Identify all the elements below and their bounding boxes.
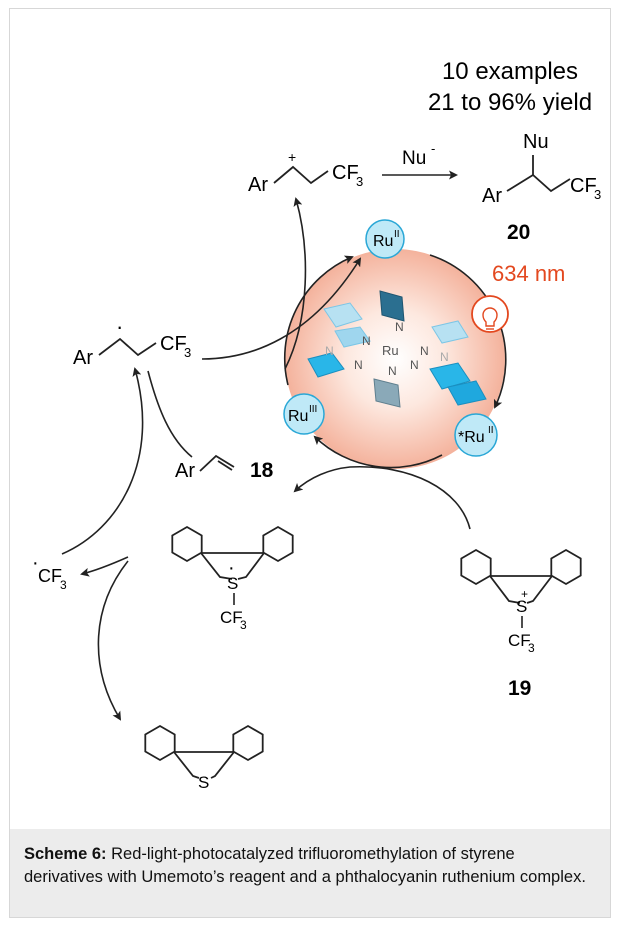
svg-text:Ar: Ar [482,185,502,207]
product-20: Nu Ar CF 3 20 [482,131,601,244]
svg-text:+: + [288,149,296,165]
svg-text:II: II [488,425,494,436]
arrow-to-dibenzothiophene [97,560,129,721]
ru-excited-badge: *Ru II [454,413,498,457]
svg-text:-: - [431,141,435,156]
examples-count: 10 examples [442,58,578,85]
svg-text:Ru: Ru [382,343,399,358]
styrene-18: Ar 18 [175,454,274,482]
catalytic-cycle-glow [285,249,505,469]
arrow-radical-to-ru [201,257,362,360]
svg-text:3: 3 [240,618,247,632]
carbocation-intermediate: Ar + CF 3 [248,149,363,196]
umemoto-reagent-19: S + CF 3 19 [460,549,582,700]
svg-text:CF: CF [160,333,187,355]
svg-text:Ru: Ru [373,233,393,250]
svg-text:N: N [388,364,397,378]
arrow-electron-transfer [293,465,471,530]
svg-text:CF: CF [570,175,597,197]
compound-number-20: 20 [507,221,530,244]
svg-text:3: 3 [184,345,191,360]
caption-label: Scheme 6: [24,845,107,863]
trifluoromethyl-radical: · CF 3 [32,552,67,592]
svg-text:*Ru: *Ru [458,429,485,446]
svg-text:Nu: Nu [523,131,549,153]
svg-text:CF: CF [508,631,531,650]
dibenzothiophene: S [144,725,264,792]
svg-text:N: N [325,344,334,358]
arrow-styrene-addition [147,370,193,458]
svg-text:Ar: Ar [248,174,268,196]
ruthenium-phthalocyanine-icon: N N N N N N N N Ru [307,290,487,408]
light-bulb-icon [471,295,509,333]
svg-text:3: 3 [356,174,363,189]
svg-text:Ru: Ru [288,408,308,425]
benzylic-radical-intermediate: Ar · CF 3 [73,314,191,369]
wavelength-label: 634 nm [492,261,565,286]
cycle-arrow-left [283,255,354,386]
svg-text:N: N [410,358,419,372]
svg-text:3: 3 [60,578,67,592]
arrow-cf3-addition [61,367,144,555]
svg-text:N: N [362,334,371,348]
caption-text: Red-light-photocatalyzed trifluoromethyl… [24,845,586,886]
sulfonium-radical: S · CF 3 [171,526,294,632]
svg-text:N: N [395,320,404,334]
svg-text:·: · [32,552,39,574]
svg-text:N: N [440,350,449,364]
svg-text:II: II [394,229,400,240]
ru-iii-badge: Ru III [283,393,325,435]
svg-text:N: N [420,344,429,358]
svg-text:3: 3 [528,641,535,655]
svg-text:3: 3 [594,187,601,202]
svg-text:·: · [228,557,235,579]
cycle-arrow-bottom [313,435,443,469]
reaction-scheme: 10 examples 21 to 96% yield Ar + CF 3 Nu… [32,58,601,792]
ru-ii-badge: Ru II [365,219,405,259]
scheme-frame: 10 examples 21 to 96% yield Ar + CF 3 Nu… [9,8,611,918]
svg-text:N: N [354,358,363,372]
arrow-release-cf3 [80,556,129,577]
svg-text:·: · [116,314,123,339]
svg-text:S: S [516,597,527,616]
arrow-to-carbocation [284,197,307,370]
svg-text:CF: CF [220,608,243,627]
svg-text:S: S [227,574,238,593]
svg-text:CF: CF [332,162,359,184]
yield-range: 21 to 96% yield [428,89,592,116]
svg-text:+: + [521,587,528,601]
svg-text:III: III [309,404,317,415]
scheme-caption: Scheme 6: Red-light-photocatalyzed trifl… [10,829,610,917]
svg-text:Ar: Ar [73,347,93,369]
compound-number-18: 18 [250,459,274,482]
svg-text:Ar: Ar [175,460,195,482]
compound-number-19: 19 [508,677,531,700]
svg-text:CF: CF [38,566,62,586]
nucleophile-label: Nu [402,148,426,169]
svg-text:S: S [198,773,209,792]
